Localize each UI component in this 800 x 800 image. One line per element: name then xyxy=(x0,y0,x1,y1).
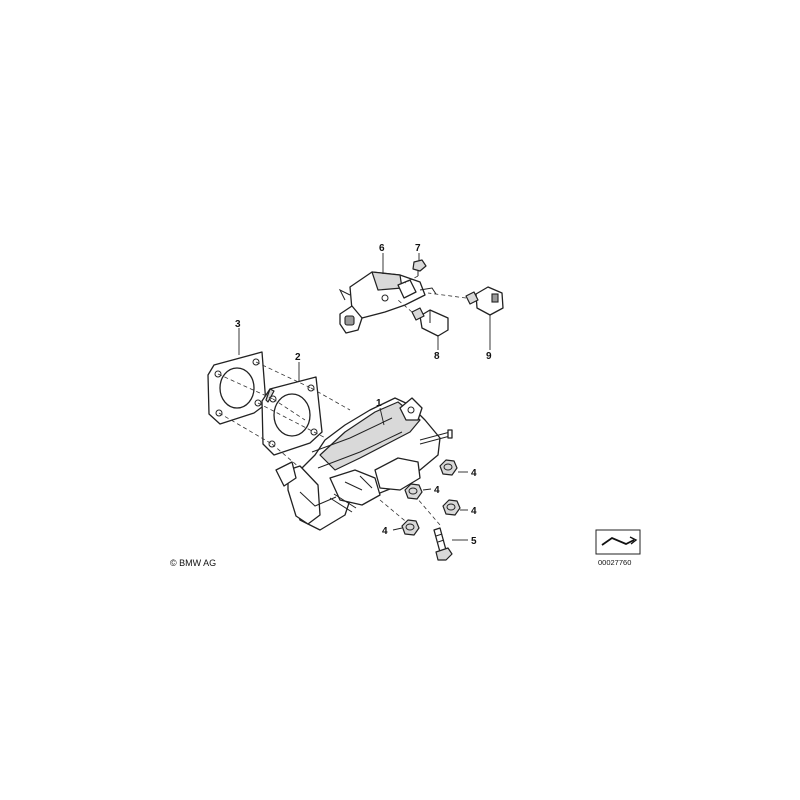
callout-4-right: 4 xyxy=(471,506,477,517)
nut-part-4-right xyxy=(442,499,461,516)
callout-5: 5 xyxy=(471,536,477,547)
callout-4-upper-right: 4 xyxy=(471,468,477,479)
callout-3: 3 xyxy=(235,319,241,330)
switch-bracket-part-6 xyxy=(338,271,437,334)
callout-4-middle: 4 xyxy=(434,485,440,496)
clutch-switch-part-9 xyxy=(427,286,504,316)
callout-7: 7 xyxy=(415,243,421,254)
gasket-part-3 xyxy=(207,351,267,425)
flange-part-2 xyxy=(261,376,323,456)
brake-light-switch-part-8 xyxy=(397,299,449,337)
callout-8: 8 xyxy=(434,351,440,362)
leader-lines xyxy=(238,253,491,541)
callout-4-lower: 4 xyxy=(382,526,388,537)
nut-part-4-middle xyxy=(404,483,423,500)
image-number: 00027760 xyxy=(598,558,631,567)
callout-9: 9 xyxy=(486,351,492,362)
callout-6: 6 xyxy=(379,243,385,254)
copyright-label: © BMW AG xyxy=(170,558,216,568)
image-number-box: 00027760 xyxy=(595,529,641,567)
callout-2: 2 xyxy=(295,352,301,363)
screw-part-7 xyxy=(404,259,427,284)
nut-part-4-lower xyxy=(401,519,420,536)
view-arrow-icon xyxy=(601,536,635,546)
callout-1: 1 xyxy=(376,398,382,409)
nut-part-4-upper-right xyxy=(439,459,458,476)
bolt-part-5 xyxy=(433,527,453,561)
pedal-bracket-part-1 xyxy=(275,397,453,531)
